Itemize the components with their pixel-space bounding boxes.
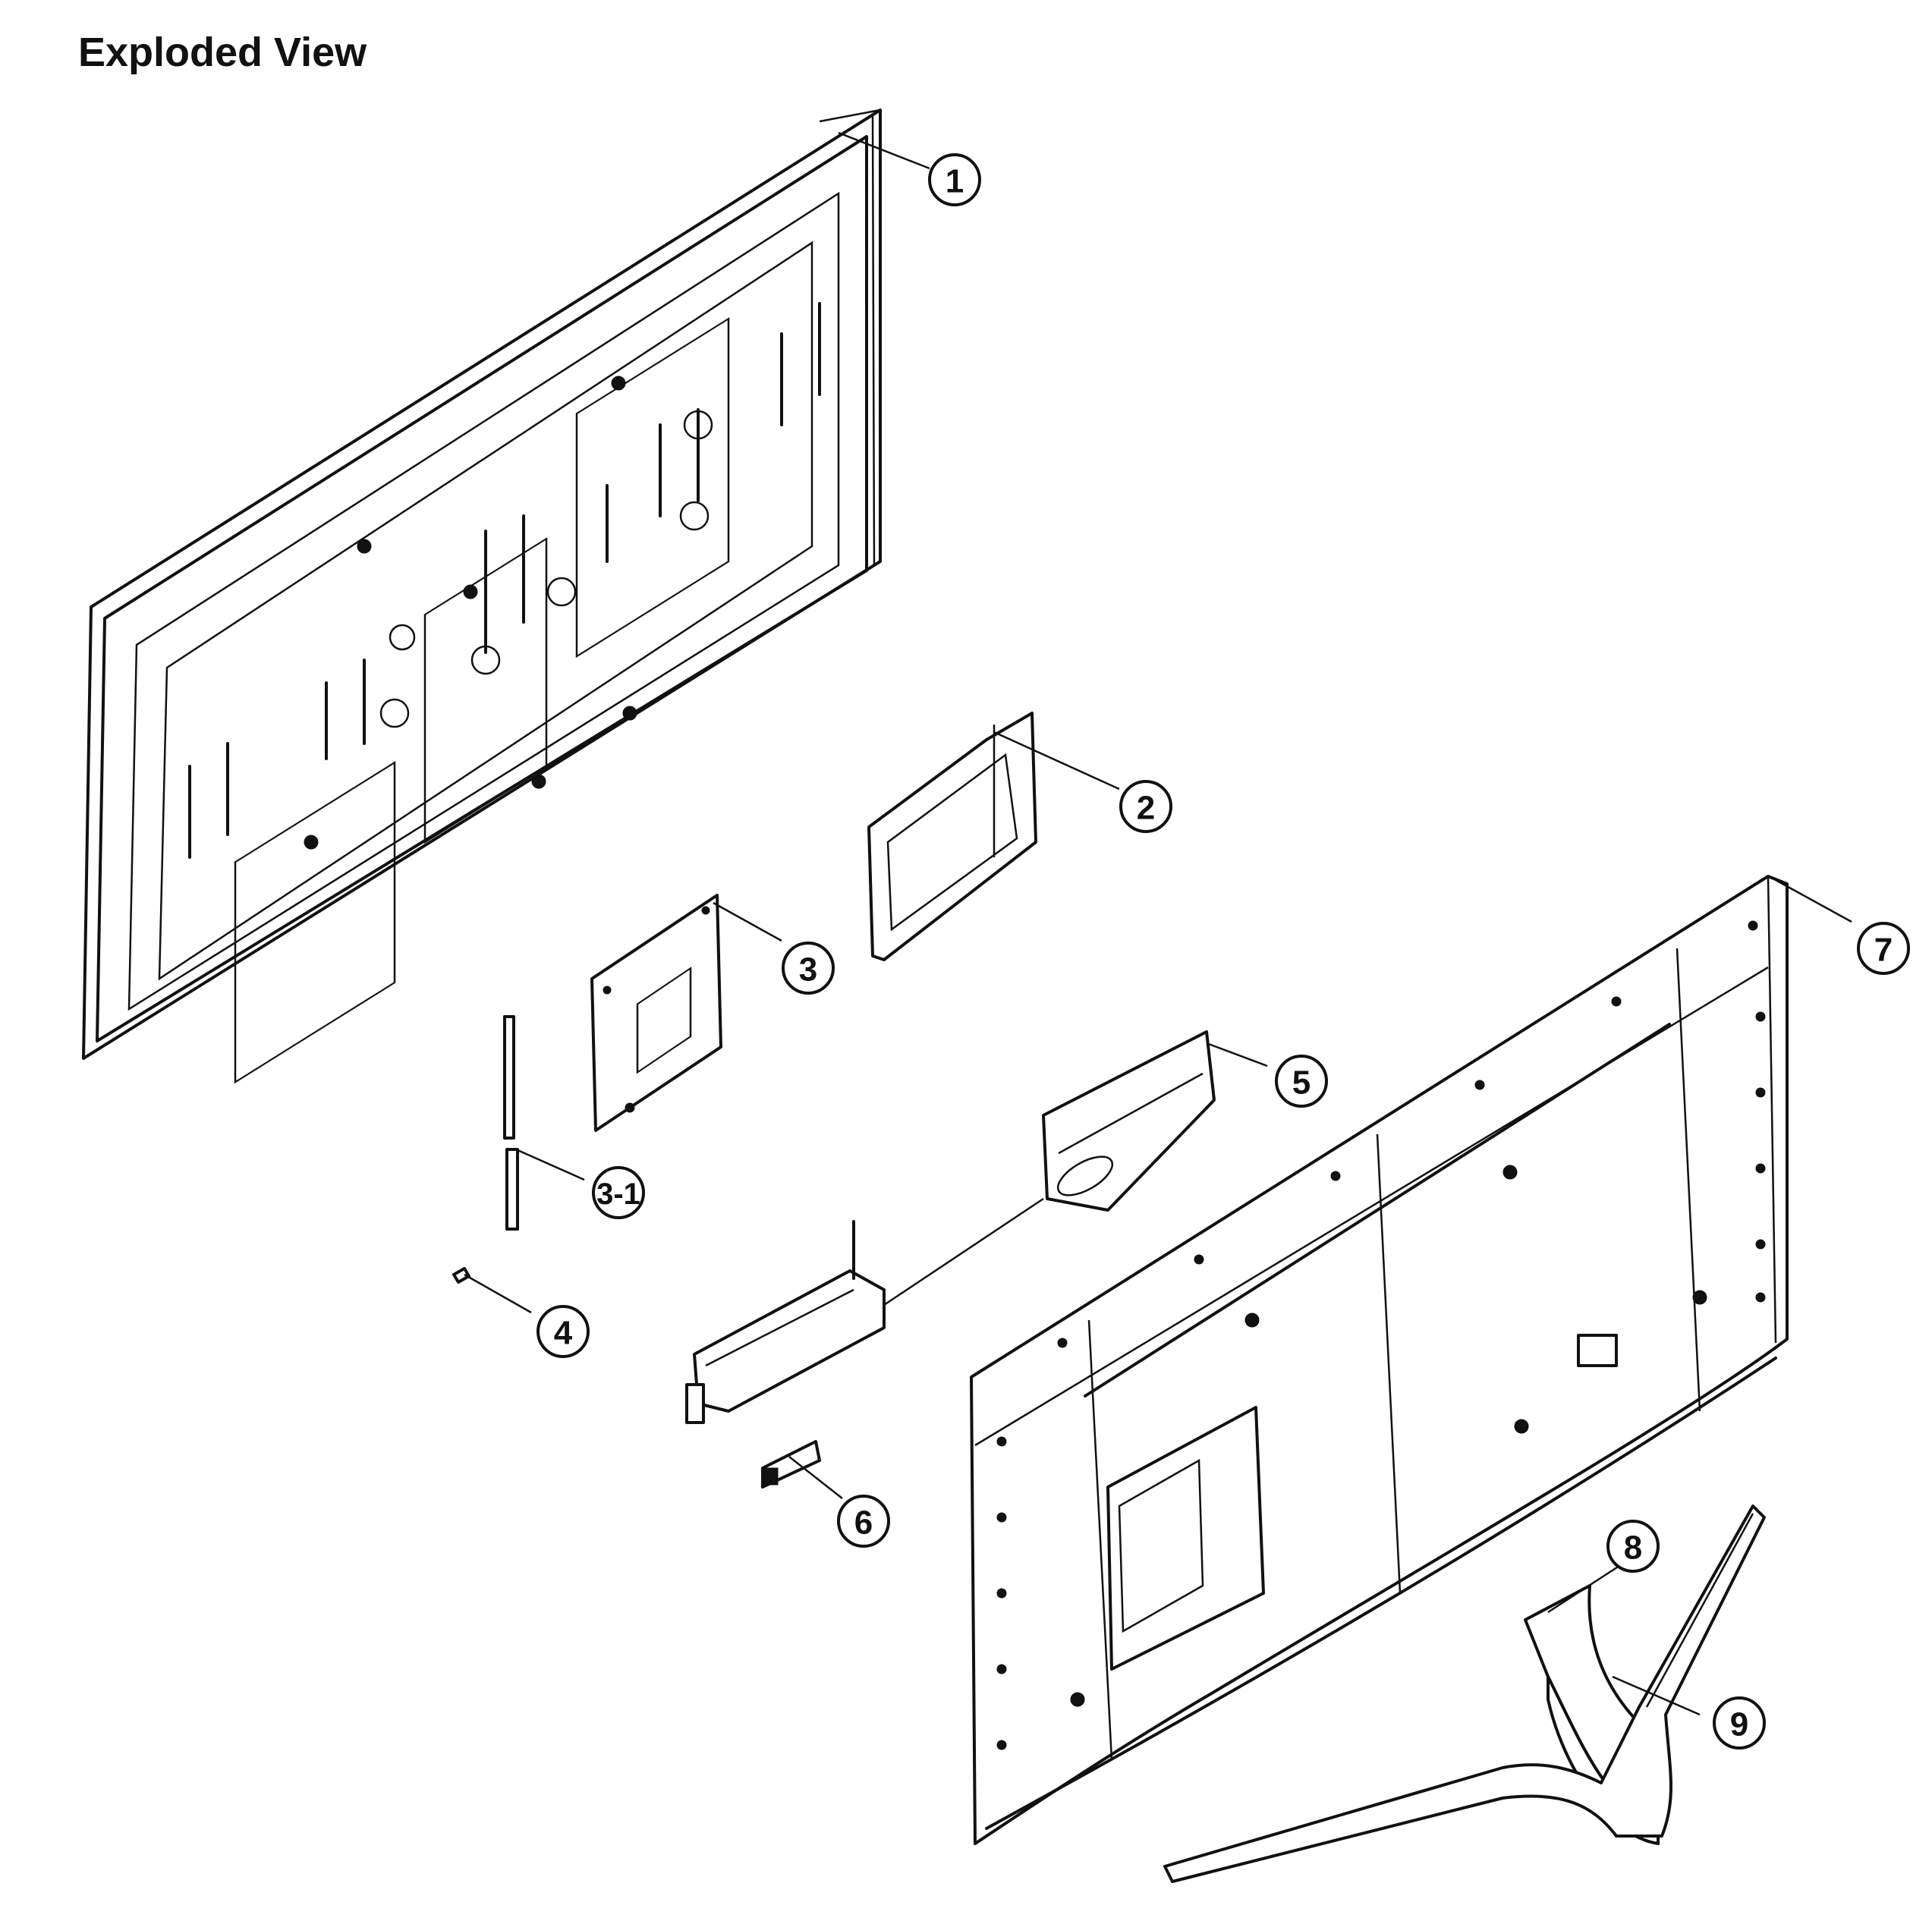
callout-label: 9: [1730, 1706, 1748, 1743]
callout-label: 8: [1624, 1530, 1642, 1567]
part-ir-sensor-bracket: [761, 1440, 821, 1489]
callout-3[interactable]: 3: [782, 942, 835, 995]
callout-9[interactable]: 9: [1713, 1696, 1766, 1750]
part-right-speaker: [1042, 1030, 1216, 1212]
part-rear-cover: [970, 875, 1789, 1845]
callout-label: 3: [799, 951, 817, 989]
callout-label: 2: [1137, 790, 1155, 827]
callout-label: 1: [946, 163, 964, 200]
callout-label: 4: [554, 1315, 573, 1352]
callout-7[interactable]: 7: [1857, 922, 1910, 975]
callout-5[interactable]: 5: [1275, 1055, 1328, 1108]
part-stand-base: [1163, 1504, 1766, 1883]
callout-2[interactable]: 2: [1119, 780, 1172, 833]
callout-label: 7: [1874, 932, 1893, 969]
page-title: Exploded View: [78, 30, 367, 75]
callout-4[interactable]: 4: [536, 1305, 590, 1358]
part-rear-chassis-frame: [82, 108, 882, 1084]
part-side-board: [503, 1015, 519, 1231]
callout-label: 5: [1292, 1064, 1311, 1102]
callout-3-1[interactable]: 3-1: [592, 1166, 645, 1219]
callout-1[interactable]: 1: [928, 153, 981, 206]
callout-6[interactable]: 6: [837, 1495, 890, 1548]
part-left-speaker: [685, 1197, 1044, 1424]
callout-label: 3-1: [596, 1177, 640, 1211]
part-power-board-cover: [867, 712, 1037, 961]
callout-label: 6: [854, 1504, 873, 1542]
leader-lines: [464, 131, 1852, 1716]
callout-8[interactable]: 8: [1606, 1520, 1660, 1573]
part-main-board: [590, 894, 722, 1132]
